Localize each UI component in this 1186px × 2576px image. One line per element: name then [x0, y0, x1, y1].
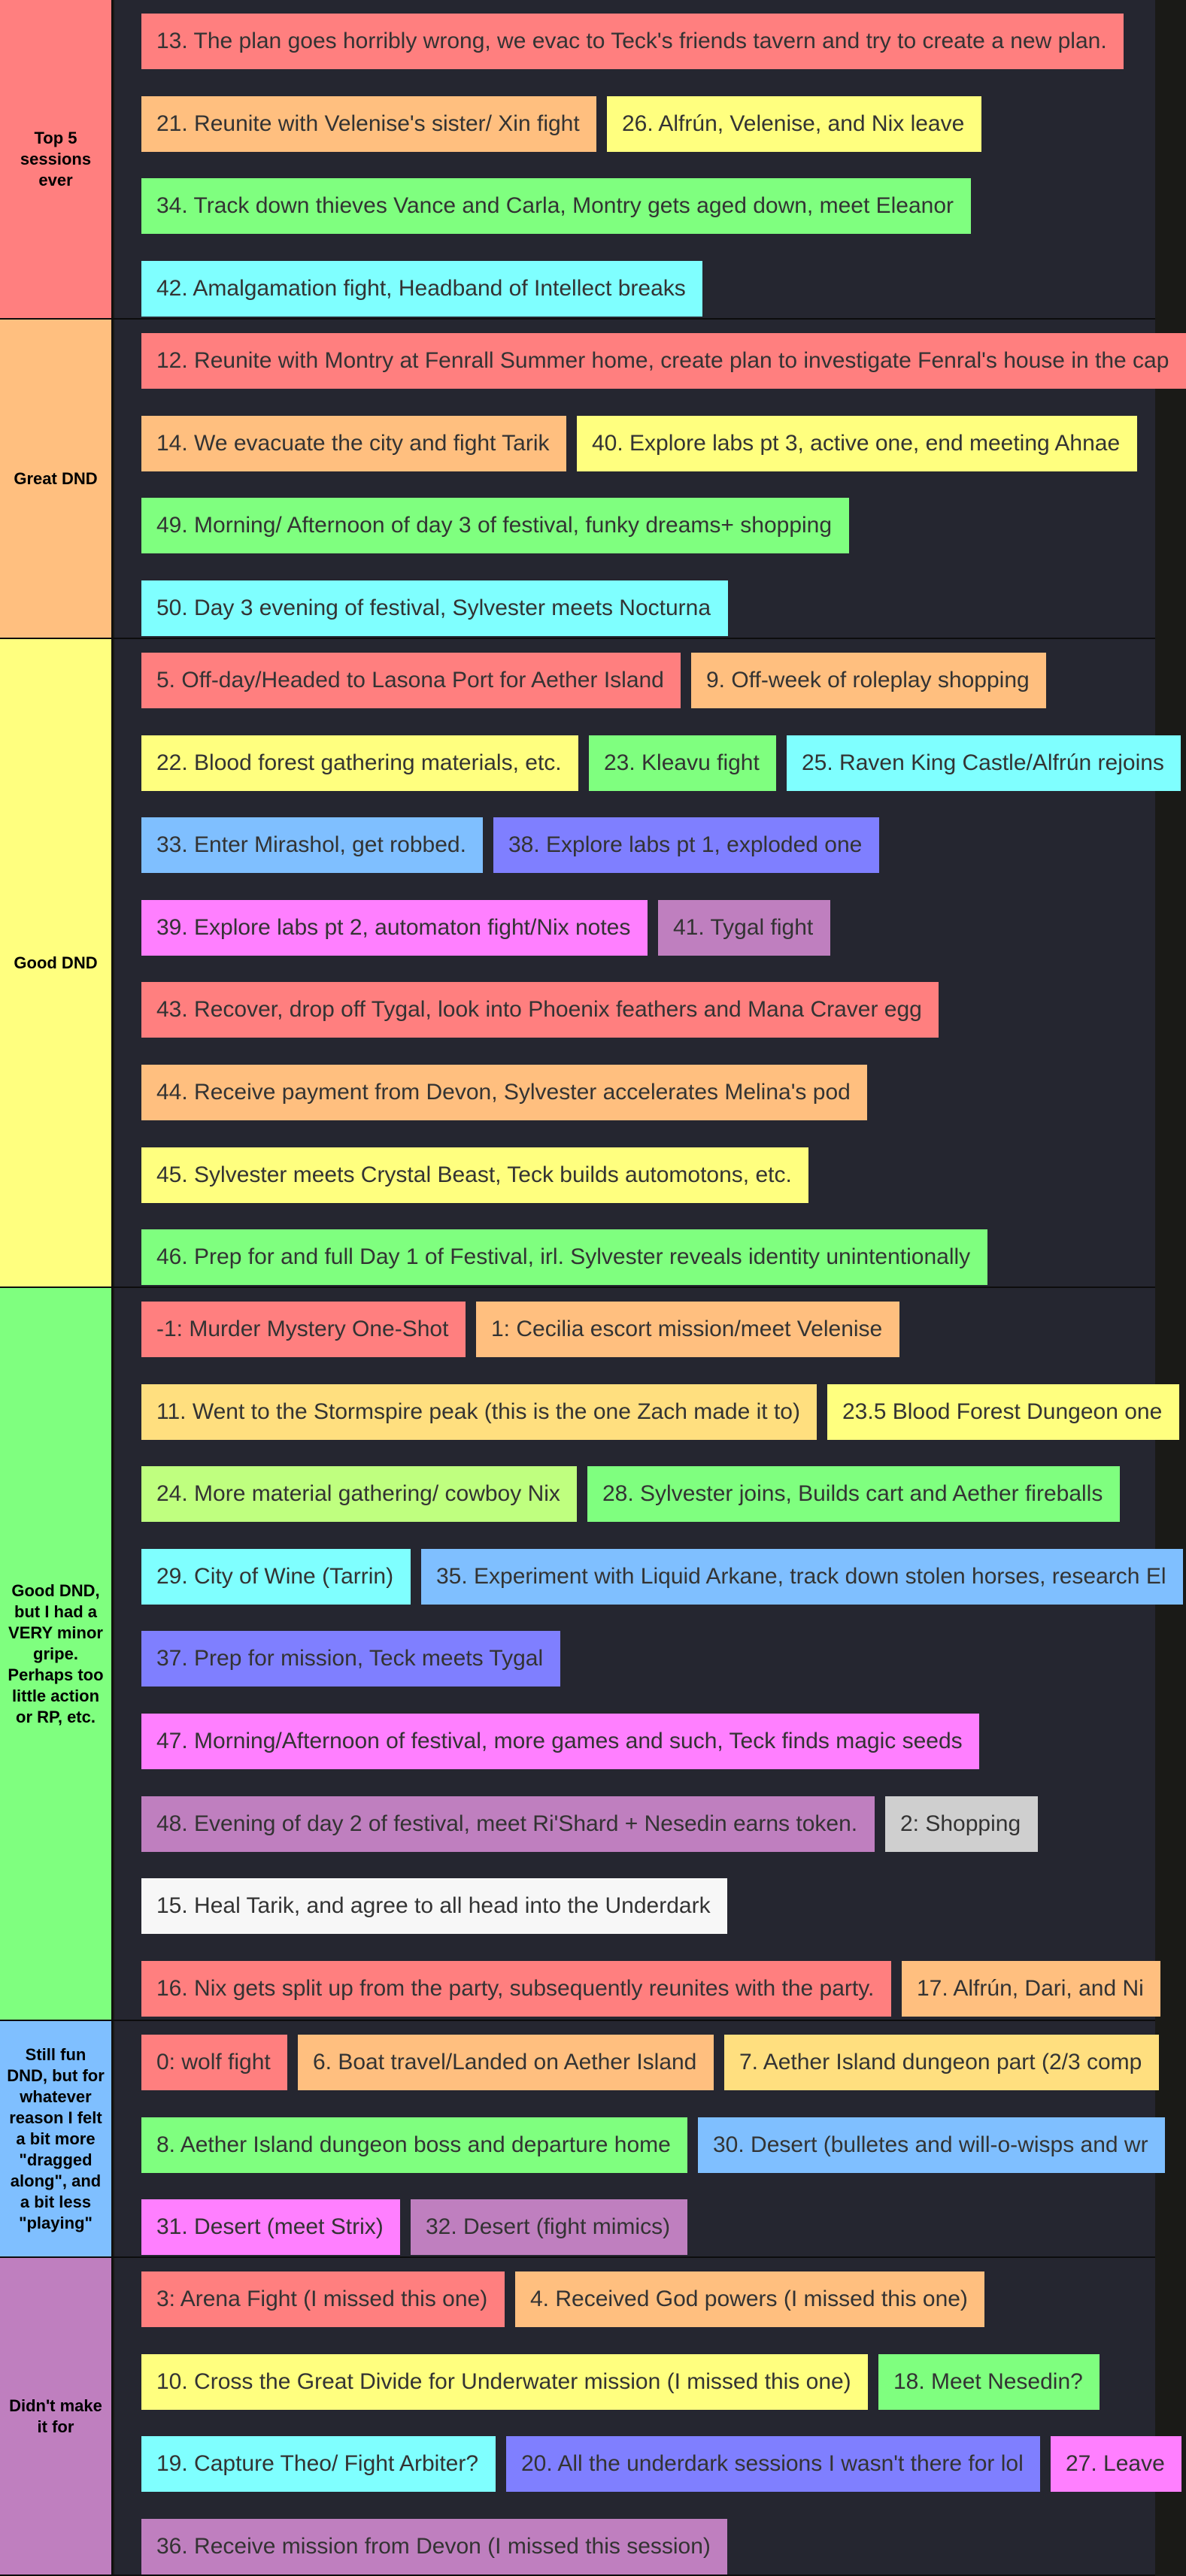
tier-item[interactable]: 45. Sylvester meets Crystal Beast, Teck …	[141, 1147, 808, 1203]
tier-item[interactable]: 44. Receive payment from Devon, Sylveste…	[141, 1065, 867, 1120]
tier-item[interactable]: 47. Morning/Afternoon of festival, more …	[141, 1714, 979, 1769]
tier-item[interactable]: 23.5 Blood Forest Dungeon one	[827, 1384, 1179, 1440]
tier-item[interactable]: 15. Heal Tarik, and agree to all head in…	[141, 1878, 727, 1934]
tier-item[interactable]: 37. Prep for mission, Teck meets Tygal	[141, 1631, 560, 1687]
tier-item[interactable]: 30. Desert (bulletes and will-o-wisps an…	[698, 2117, 1165, 2173]
tier-item[interactable]: 16. Nix gets split up from the party, su…	[141, 1961, 891, 2017]
tier-item[interactable]: 19. Capture Theo/ Fight Arbiter?	[141, 2436, 496, 2492]
tier-item[interactable]: 1: Cecilia escort mission/meet Velenise	[476, 1302, 899, 1357]
tier-label[interactable]: Great DND	[0, 320, 113, 638]
tier-item[interactable]: 50. Day 3 evening of festival, Sylvester…	[141, 580, 728, 636]
tier-item[interactable]: 10. Cross the Great Divide for Underwate…	[141, 2354, 868, 2410]
tier-item[interactable]: 28. Sylvester joins, Builds cart and Aet…	[587, 1466, 1120, 1522]
tier-row-great-dnd: Great DND 12. Reunite with Montry at Fenr…	[0, 320, 1186, 639]
tier-item[interactable]: 2: Shopping	[885, 1796, 1038, 1852]
tier-item[interactable]: 38. Explore labs pt 1, exploded one	[493, 817, 879, 873]
tier-item[interactable]: 48. Evening of day 2 of festival, meet R…	[141, 1796, 875, 1852]
tier-items-container[interactable]: 5. Off-day/Headed to Lasona Port for Aet…	[114, 639, 1181, 1286]
tier-item[interactable]: 41. Tygal fight	[658, 900, 830, 956]
tier-item[interactable]: 0: wolf fight	[141, 2035, 287, 2090]
tier-item[interactable]: 9. Off-week of roleplay shopping	[691, 653, 1046, 708]
tier-item[interactable]: 14. We evacuate the city and fight Tarik	[141, 416, 566, 471]
tier-item[interactable]: 22. Blood forest gathering materials, et…	[141, 735, 578, 791]
tier-item[interactable]: 8. Aether Island dungeon boss and depart…	[141, 2117, 687, 2173]
tier-item[interactable]: 40. Explore labs pt 3, active one, end m…	[577, 416, 1137, 471]
tier-row-good-dnd: Good DND 5. Off-day/Headed to Lasona Port…	[0, 639, 1181, 1288]
tier-row-good-dnd-but-i-had-a-very-minor-gripe-pe: Good DND, but I had a VERY minor gripe. …	[0, 1288, 1183, 2021]
tier-item[interactable]: 46. Prep for and full Day 1 of Festival,…	[141, 1229, 987, 1285]
tier-item[interactable]: 34. Track down thieves Vance and Carla, …	[141, 178, 971, 234]
tier-item[interactable]: 4. Received God powers (I missed this on…	[515, 2271, 984, 2327]
tier-item[interactable]: 29. City of Wine (Tarrin)	[141, 1549, 411, 1605]
tier-row-top-5-sessions-ever: Top 5 sessions ever 13. The plan goes hor…	[0, 0, 1155, 320]
tier-items-container[interactable]: 12. Reunite with Montry at Fenrall Summe…	[114, 320, 1186, 638]
tier-item[interactable]: 33. Enter Mirashol, get robbed.	[141, 817, 483, 873]
tier-item[interactable]: 20. All the underdark sessions I wasn't …	[506, 2436, 1040, 2492]
tier-item[interactable]: 36. Receive mission from Devon (I missed…	[141, 2519, 727, 2574]
tier-label[interactable]: Top 5 sessions ever	[0, 0, 113, 318]
tier-item[interactable]: 26. Alfrún, Velenise, and Nix leave	[607, 96, 981, 152]
tier-item[interactable]: 6. Boat travel/Landed on Aether Island	[298, 2035, 714, 2090]
tier-items-container[interactable]: 3: Arena Fight (I missed this one)4. Rec…	[114, 2258, 1181, 2574]
tier-item[interactable]: -1: Murder Mystery One-Shot	[141, 1302, 466, 1357]
tier-item[interactable]: 17. Alfrún, Dari, and Ni	[902, 1961, 1160, 2017]
tier-item[interactable]: 39. Explore labs pt 2, automaton fight/N…	[141, 900, 648, 956]
tier-label[interactable]: Still fun DND, but for whatever reason I…	[0, 2021, 113, 2256]
tier-label[interactable]: Good DND	[0, 639, 113, 1286]
tier-item[interactable]: 49. Morning/ Afternoon of day 3 of festi…	[141, 498, 849, 553]
tier-item[interactable]: 18. Meet Nesedin?	[878, 2354, 1100, 2410]
tier-item[interactable]: 5. Off-day/Headed to Lasona Port for Aet…	[141, 653, 681, 708]
tier-item[interactable]: 23. Kleavu fight	[589, 735, 776, 791]
tier-label[interactable]: Didn't make it for	[0, 2258, 113, 2574]
tier-item[interactable]: 35. Experiment with Liquid Arkane, track…	[421, 1549, 1183, 1605]
tier-item[interactable]: 31. Desert (meet Strix)	[141, 2199, 400, 2255]
tier-item[interactable]: 7. Aether Island dungeon part (2/3 comp	[724, 2035, 1159, 2090]
tier-item[interactable]: 43. Recover, drop off Tygal, look into P…	[141, 982, 939, 1038]
tier-label[interactable]: Good DND, but I had a VERY minor gripe. …	[0, 1288, 113, 2020]
tier-item[interactable]: 3: Arena Fight (I missed this one)	[141, 2271, 505, 2327]
tier-item[interactable]: 42. Amalgamation fight, Headband of Inte…	[141, 261, 702, 317]
tier-item[interactable]: 25. Raven King Castle/Alfrún rejoins	[787, 735, 1181, 791]
tier-item[interactable]: 27. Leave	[1051, 2436, 1181, 2492]
tier-item[interactable]: 12. Reunite with Montry at Fenrall Summe…	[141, 333, 1186, 389]
tier-item[interactable]: 13. The plan goes horribly wrong, we eva…	[141, 14, 1124, 69]
tier-item[interactable]: 21. Reunite with Velenise's sister/ Xin …	[141, 96, 596, 152]
tier-item[interactable]: 24. More material gathering/ cowboy Nix	[141, 1466, 577, 1522]
tier-item[interactable]: 11. Went to the Stormspire peak (this is…	[141, 1384, 817, 1440]
tier-items-container[interactable]: 13. The plan goes horribly wrong, we eva…	[114, 0, 1155, 318]
tier-row-still-fun-dnd-but-for-whatever-reason-i-: Still fun DND, but for whatever reason I…	[0, 2021, 1165, 2258]
tier-item[interactable]: 32. Desert (fight mimics)	[411, 2199, 687, 2255]
